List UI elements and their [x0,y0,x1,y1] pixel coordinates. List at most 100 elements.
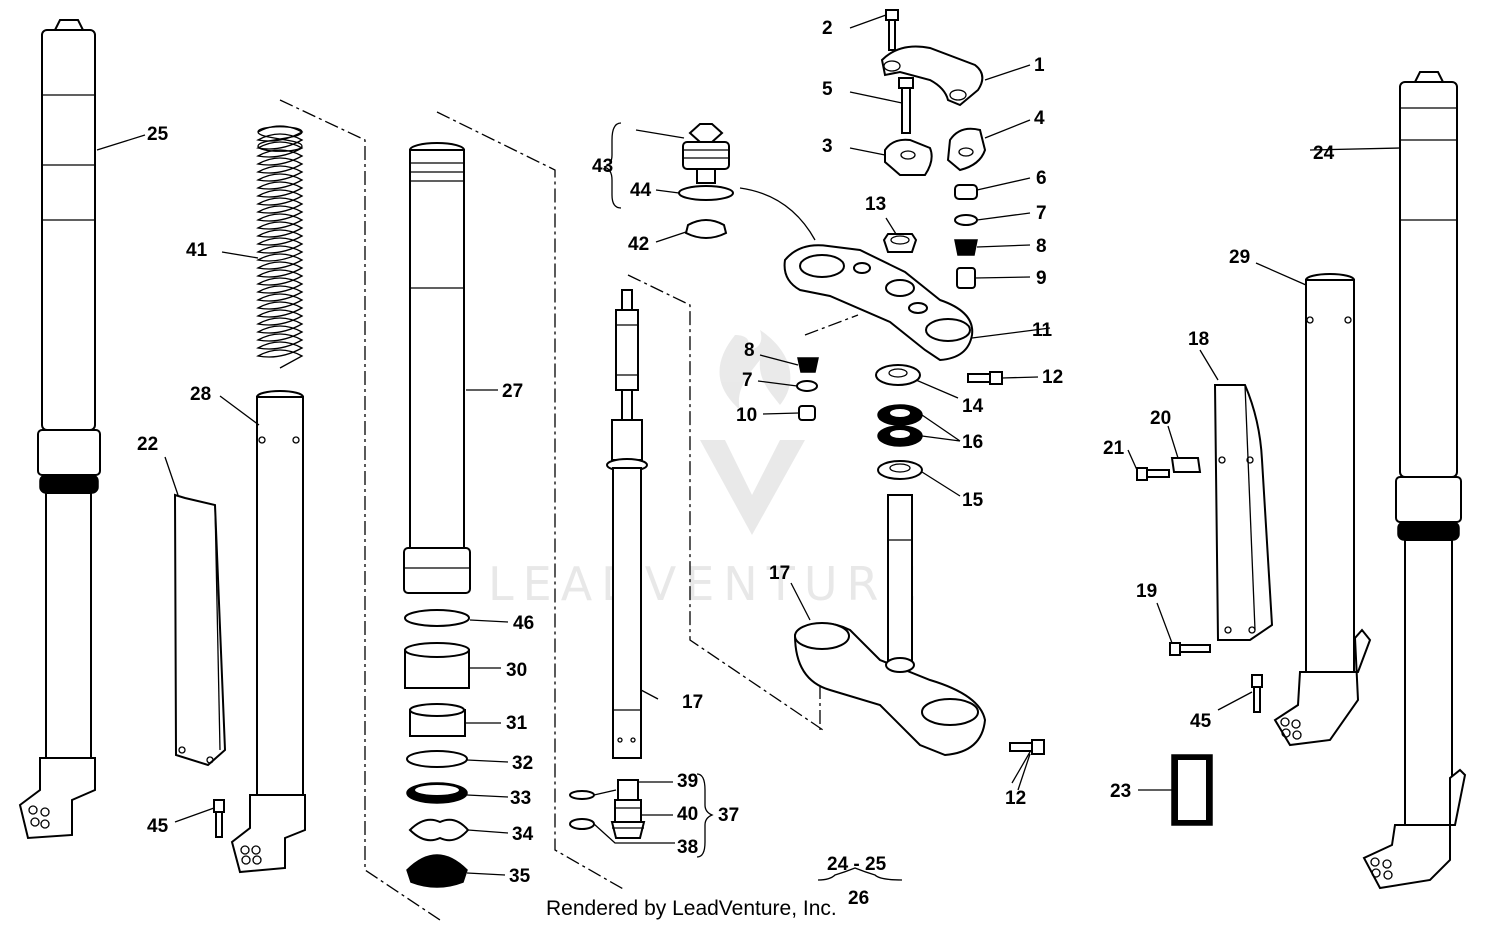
callout-21[interactable]: 21 [1103,438,1125,459]
callout-7-left[interactable]: 7 [742,370,753,391]
callout-33[interactable]: 33 [510,788,531,809]
callout-9[interactable]: 9 [1036,268,1047,289]
spacer-42[interactable] [684,219,728,239]
callout-44[interactable]: 44 [630,180,652,201]
callout-1[interactable]: 1 [1034,55,1045,76]
callout-32[interactable]: 32 [512,753,533,774]
callout-17-cartridge[interactable]: 17 [682,692,703,713]
bolt-19[interactable] [1169,642,1211,656]
handlebar-clamp-1[interactable] [880,45,984,107]
clamp-lower-3[interactable] [884,138,933,176]
bolt-45-right[interactable] [1251,674,1263,713]
fork-leg-left-25[interactable] [18,19,101,840]
bearing-cover-14[interactable] [875,364,921,386]
callout-23[interactable]: 23 [1110,781,1131,802]
assembly-lines [279,99,859,921]
callout-3[interactable]: 3 [822,136,833,157]
callout-39[interactable]: 39 [677,771,698,792]
clamp-bolt-12-top[interactable] [967,371,1003,385]
callout-42[interactable]: 42 [628,234,649,255]
sleeve-9[interactable] [956,267,976,289]
callout-18[interactable]: 18 [1188,329,1209,350]
callout-25[interactable]: 25 [147,124,169,145]
clamp-bolt-12-bottom[interactable] [1009,739,1045,755]
callout-45-left[interactable]: 45 [147,816,169,837]
callout-13[interactable]: 13 [865,194,886,215]
callout-10[interactable]: 10 [736,405,757,426]
callout-38[interactable]: 38 [677,837,698,858]
clamp-lower-4[interactable] [946,127,987,172]
callout-19[interactable]: 19 [1136,581,1157,602]
o-ring-38[interactable] [569,818,595,830]
callout-5[interactable]: 5 [822,79,833,100]
lower-triple-clamp-17[interactable] [793,494,987,757]
callout-27[interactable]: 27 [502,381,523,402]
washer-7-left[interactable] [796,380,818,392]
callout-45-right[interactable]: 45 [1190,711,1212,732]
callout-46[interactable]: 46 [513,613,534,634]
damper-cartridge-17[interactable] [606,289,648,759]
callout-22[interactable]: 22 [137,434,158,455]
o-ring-44[interactable] [678,185,734,201]
rubber-bushing-6[interactable] [954,184,978,200]
callout-17-clamp[interactable]: 17 [769,563,790,584]
bolt-2[interactable] [885,9,899,51]
callout-12-bottom[interactable]: 12 [1005,788,1026,809]
callout-28[interactable]: 28 [190,384,211,405]
callout-12-top[interactable]: 12 [1042,367,1063,388]
fork-leg-right-24[interactable] [1362,71,1467,890]
bolt-5[interactable] [898,77,914,134]
fork-guard-left-22[interactable] [173,493,227,767]
callout-24[interactable]: 24 [1313,143,1335,164]
callout-6[interactable]: 6 [1036,168,1047,189]
callout-43[interactable]: 43 [592,156,613,177]
rubber-8-top[interactable] [954,239,978,256]
leader-lines [96,14,1401,881]
callout-8-top[interactable]: 8 [1036,236,1047,257]
dust-seal-35[interactable] [406,854,468,888]
callout-11[interactable]: 11 [1032,320,1053,341]
fork-spring-41[interactable] [256,125,304,369]
callout-15[interactable]: 15 [962,490,984,511]
outer-tube-27[interactable] [403,142,471,594]
callout-2[interactable]: 2 [822,18,833,39]
callout-35[interactable]: 35 [509,866,531,887]
callout-26[interactable]: 26 [848,888,869,909]
callout-37[interactable]: 37 [718,805,739,826]
bolt-21[interactable] [1136,467,1170,481]
callout-7-top[interactable]: 7 [1036,203,1047,224]
inner-fork-tube-left-28[interactable] [230,390,306,874]
callout-24-25-range[interactable]: 24 - 25 [827,854,887,875]
base-valve-37[interactable] [569,779,646,839]
inner-fork-tube-right-29[interactable] [1273,273,1372,747]
stem-nut-13[interactable] [882,233,918,253]
circlip-46[interactable] [404,609,470,627]
callout-40[interactable]: 40 [677,804,698,825]
bushing-31[interactable] [409,703,466,737]
bolt-45-left[interactable] [213,799,225,838]
callout-41[interactable]: 41 [186,240,208,261]
nut-10[interactable] [798,405,816,421]
callout-14[interactable]: 14 [962,396,984,417]
fork-guard-right-18[interactable] [1213,384,1274,641]
pad-23[interactable] [1171,754,1213,826]
callout-30[interactable]: 30 [506,660,527,681]
rubber-8-left[interactable] [797,357,819,373]
washer-32[interactable] [406,750,468,768]
upper-triple-clamp-11[interactable] [783,244,974,362]
callout-20[interactable]: 20 [1150,408,1171,429]
callout-16[interactable]: 16 [962,432,983,453]
washer-7-top[interactable] [954,214,978,226]
bracket-20[interactable] [1170,457,1202,473]
callout-8-left[interactable]: 8 [744,340,755,361]
callout-29[interactable]: 29 [1229,247,1250,268]
callout-34[interactable]: 34 [512,824,534,845]
callout-4[interactable]: 4 [1034,108,1045,129]
seal-15[interactable] [877,460,923,480]
cap-bolt-43[interactable] [682,123,730,184]
bushing-30[interactable] [404,642,470,689]
o-ring-39[interactable] [569,790,595,800]
clip-34[interactable] [408,818,470,842]
callout-31[interactable]: 31 [506,713,528,734]
bearings-16[interactable] [877,404,923,447]
